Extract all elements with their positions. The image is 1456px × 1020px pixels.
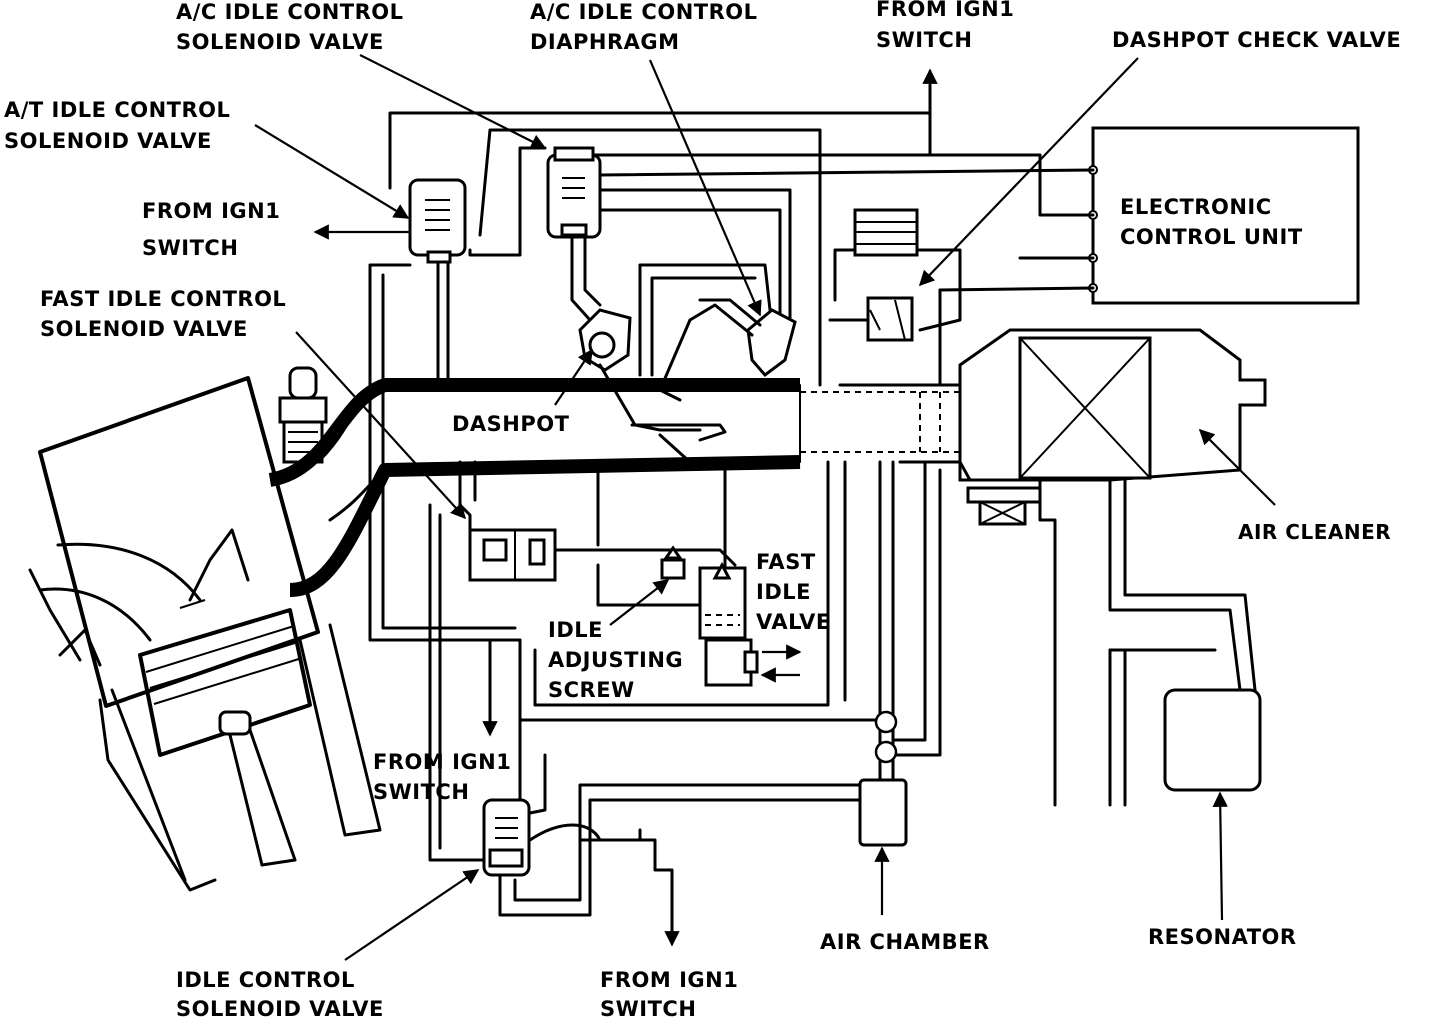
svg-text:SOLENOID VALVE: SOLENOID VALVE [176,997,384,1020]
svg-text:A/C IDLE CONTROL: A/C IDLE CONTROL [176,0,404,24]
svg-text:FROM IGN1: FROM IGN1 [600,968,738,992]
air-chamber [858,710,908,847]
fast-idle-valve [698,561,759,687]
svg-text:A/T IDLE CONTROL: A/T IDLE CONTROL [4,98,230,122]
svg-text:IDLE: IDLE [756,580,811,604]
air-cleaner [958,328,1267,482]
svg-text:AIR CLEANER: AIR CLEANER [1238,520,1391,544]
svg-text:ADJUSTING: ADJUSTING [548,648,683,672]
svg-text:FROM IGN1: FROM IGN1 [142,199,280,223]
svg-text:DIAPHRAGM: DIAPHRAGM [530,30,680,54]
label-ecu: ELECTRONIC CONTROL UNIT [1120,195,1303,249]
piston [138,608,312,867]
at-idle-solenoid-valve [408,178,467,264]
label-at-idle-solenoid-valve: A/T IDLE CONTROL SOLENOID VALVE [4,98,230,153]
svg-text:SWITCH: SWITCH [876,28,972,52]
svg-text:SOLENOID VALVE: SOLENOID VALVE [176,30,384,54]
svg-text:SCREW: SCREW [548,678,635,702]
dashpot-check-valve [853,208,919,342]
svg-text:FROM IGN1: FROM IGN1 [876,0,1014,21]
svg-text:AIR CHAMBER: AIR CHAMBER [820,930,990,954]
label-idle-adjusting-screw: IDLE ADJUSTING SCREW [548,618,683,702]
leader-lines [254,54,1276,961]
svg-text:SOLENOID VALVE: SOLENOID VALVE [40,317,248,341]
label-idle-control-solenoid-valve: IDLE CONTROL SOLENOID VALVE [176,968,384,1020]
svg-text:SOLENOID VALVE: SOLENOID VALVE [4,129,212,153]
label-dashpot-check-valve: DASHPOT CHECK VALVE [1112,28,1401,52]
svg-text:DASHPOT: DASHPOT [452,412,570,436]
air-cleaner-valve [966,486,1042,526]
svg-text:VALVE: VALVE [756,610,831,634]
label-fast-idle-valve: FAST IDLE VALVE [756,550,831,634]
svg-text:RESONATOR: RESONATOR [1148,925,1297,949]
label-resonator: RESONATOR [1148,925,1297,949]
svg-text:FAST: FAST [756,550,816,574]
fast-idle-solenoid-valve [468,528,557,582]
label-from-ign-top: FROM IGN1 SWITCH [876,0,1014,52]
label-ac-idle-solenoid-valve: A/C IDLE CONTROL SOLENOID VALVE [176,0,404,54]
intake-valve [179,528,250,609]
label-fast-idle-solenoid-valve: FAST IDLE CONTROL SOLENOID VALVE [40,287,286,341]
label-air-cleaner: AIR CLEANER [1238,520,1391,544]
ac-idle-solenoid-valve [546,146,602,239]
svg-text:FAST IDLE CONTROL: FAST IDLE CONTROL [40,287,286,311]
svg-text:IDLE: IDLE [548,618,603,642]
label-ac-idle-diaphragm: A/C IDLE CONTROL DIAPHRAGM [530,0,758,54]
intake-manifold [268,378,960,597]
svg-text:CONTROL UNIT: CONTROL UNIT [1120,225,1303,249]
svg-text:IDLE CONTROL: IDLE CONTROL [176,968,355,992]
engine-cylinder [28,376,382,892]
svg-text:SWITCH: SWITCH [600,997,696,1020]
svg-text:DASHPOT CHECK VALVE: DASHPOT CHECK VALVE [1112,28,1401,52]
ac-idle-diaphragm [658,298,797,402]
vacuum-hoses [368,83,1095,942]
electronic-control-unit [1088,126,1360,305]
svg-text:ELECTRONIC: ELECTRONIC [1120,195,1272,219]
svg-text:A/C IDLE CONTROL: A/C IDLE CONTROL [530,0,758,24]
label-from-ign-left: FROM IGN1 SWITCH [142,199,280,260]
label-from-ign-mid: FROM IGN1 SWITCH [373,750,511,804]
label-dashpot: DASHPOT [452,412,570,436]
idle-adjusting-screw [660,545,686,580]
label-from-ign-bottom: FROM IGN1 SWITCH [600,968,738,1020]
resonator [1108,478,1262,807]
svg-text:FROM IGN1: FROM IGN1 [373,750,511,774]
svg-text:SWITCH: SWITCH [142,236,238,260]
idle-control-solenoid-valve [482,798,531,877]
svg-text:SWITCH: SWITCH [373,780,469,804]
label-air-chamber: AIR CHAMBER [820,930,990,954]
